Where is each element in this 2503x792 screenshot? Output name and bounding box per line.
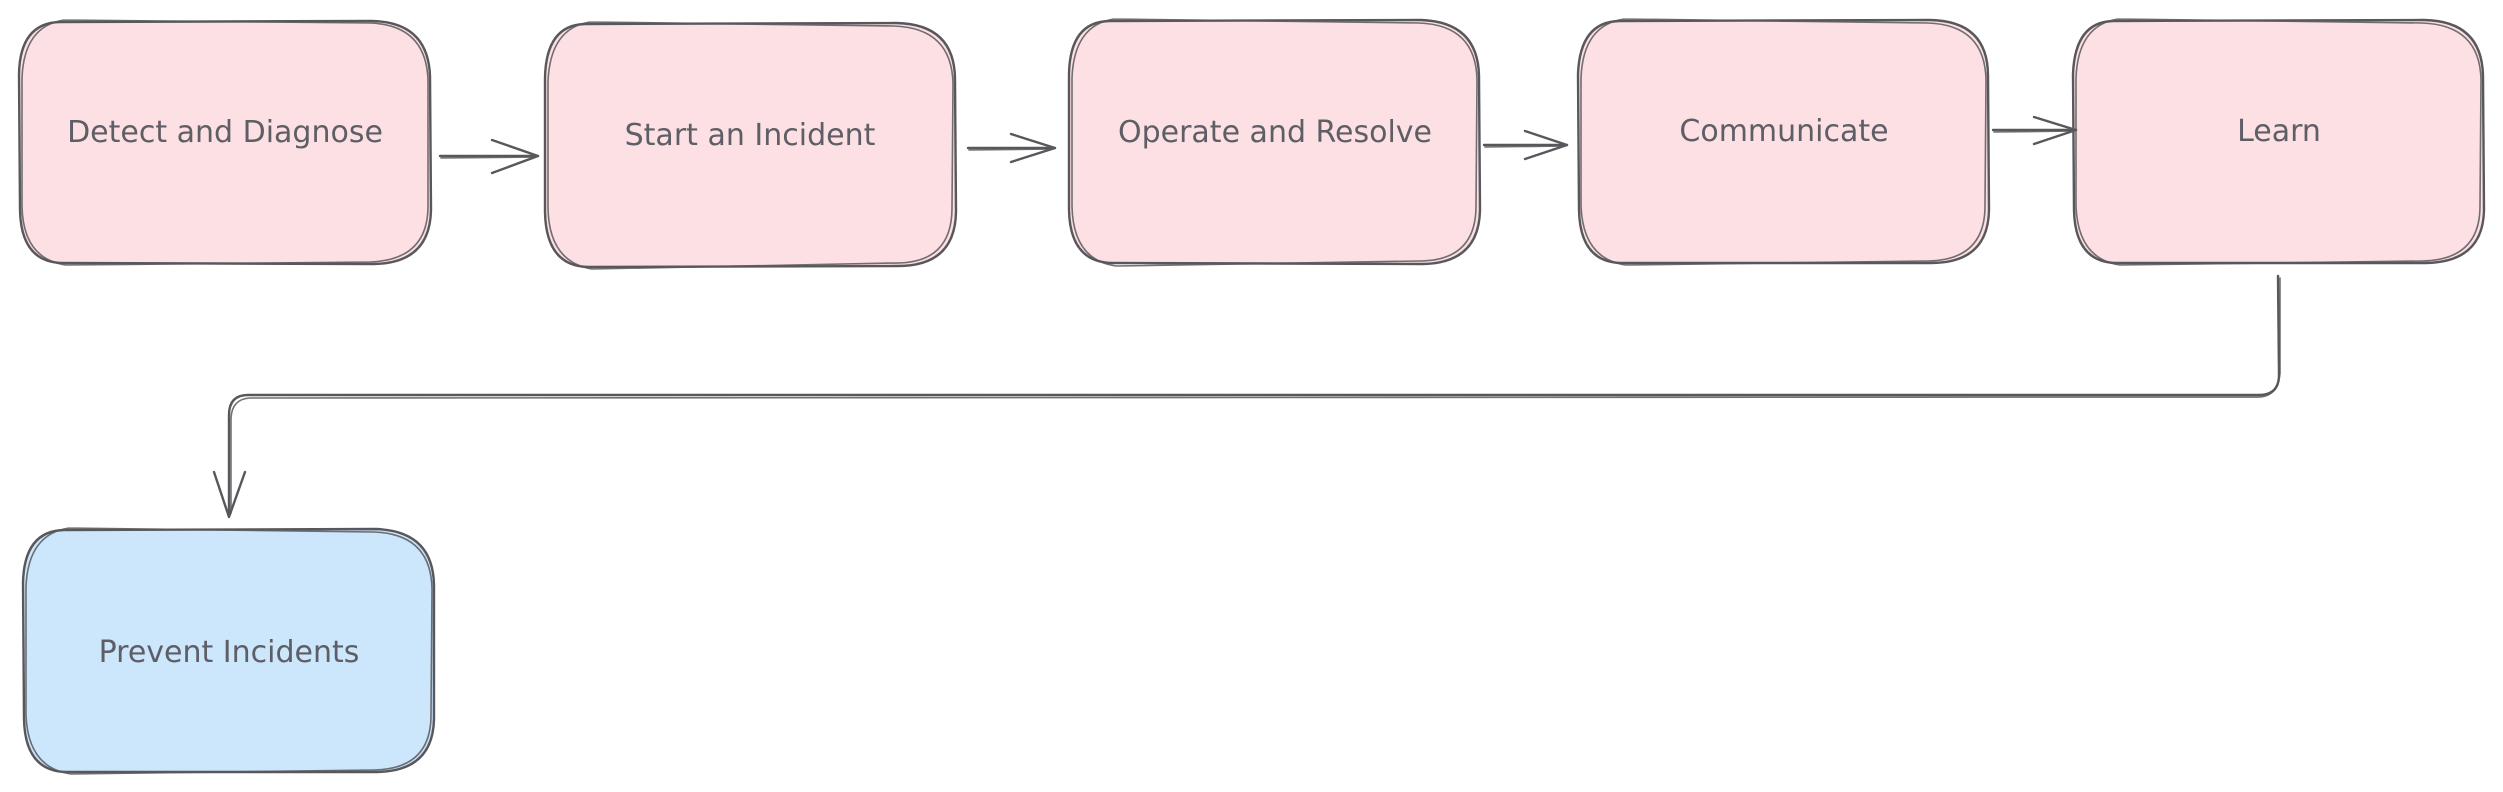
edge-learn-to-prevent [212,274,2281,519]
node-box [21,527,436,774]
arrowhead [1009,132,1057,164]
edge-detect-to-start [438,138,540,175]
node-communicate[interactable]: Communicate [1576,18,1991,266]
node-box-sketch [1580,18,1987,266]
node-operate-and-resolve[interactable]: Operate and Resolve [1067,18,1482,267]
edge-operate-to-communicate [1482,129,1569,161]
node-detect-and-diagnose[interactable]: Detect and Diagnose [17,19,433,266]
node-start-an-incident[interactable]: Start an Incident [543,21,958,270]
node-box-sketch [25,527,433,775]
node-prevent-incidents[interactable]: Prevent Incidents [21,527,436,775]
node-label: Communicate [1679,114,1888,149]
arrowhead [490,138,540,175]
node-box [1067,18,1482,266]
edge-line-sketch [440,156,537,159]
node-box-sketch [2075,18,2482,266]
edge-line-sketch [230,277,2281,514]
node-learn[interactable]: Learn [2071,18,2486,266]
edge-start-to-operate [966,132,1057,164]
node-box [1576,18,1991,265]
node-box [2071,18,2486,265]
arrowhead [212,470,247,519]
node-box [543,21,958,269]
arrowhead [1523,129,1569,161]
edge-line-sketch [1993,130,2075,133]
edge-communicate-to-learn [1991,115,2078,146]
arrowhead [2032,115,2078,146]
node-label: Prevent Incidents [99,635,360,670]
node-box-sketch [547,21,954,270]
node-label: Operate and Resolve [1118,115,1432,150]
node-box [17,19,433,266]
node-label: Detect and Diagnose [67,115,383,150]
edge-line [227,274,2281,517]
edge-line-sketch [1484,145,1566,148]
node-box-sketch [21,19,429,266]
edge-line-sketch [968,148,1054,151]
node-label: Learn [2237,114,2321,149]
node-label: Start an Incident [625,118,876,153]
node-box-sketch [1071,18,1478,267]
